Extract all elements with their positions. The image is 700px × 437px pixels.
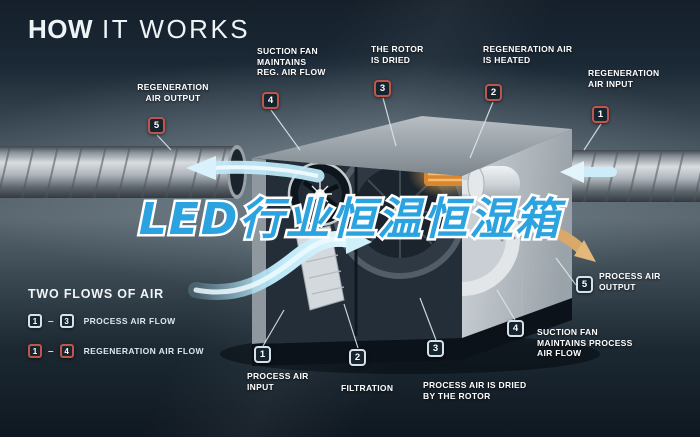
interior-components [252, 158, 462, 344]
step-badge-process-4: 4 [507, 320, 524, 337]
callout-process-input-label: PROCESS AIR INPUT [247, 371, 309, 392]
process-air-flow-arrows [186, 156, 372, 301]
legend-badge-process-end: 3 [59, 314, 74, 328]
machine-base [252, 298, 572, 366]
panel-details [462, 148, 552, 318]
callout-regeneration-heated-label: REGENERATION AIR IS HEATED [483, 44, 573, 65]
step-badge-regen-5: 5 [148, 117, 165, 134]
callout-process-dried-label: PROCESS AIR IS DRIED BY THE ROTOR [423, 380, 527, 401]
callout-rotor-dried-label: THE ROTOR IS DRIED [371, 44, 424, 65]
step-badge-process-2: 2 [349, 349, 366, 366]
callout-suction-fan-reg-label: SUCTION FAN MAINTAINS REG. AIR FLOW [257, 46, 326, 77]
leader-lines [156, 97, 602, 349]
step-badge-regen-1: 1 [592, 106, 609, 123]
legend-row-process: 1 – 3 PROCESS AIR FLOW [28, 314, 176, 328]
legend-label-process: PROCESS AIR FLOW [83, 316, 176, 326]
left-shell-edge [252, 158, 266, 344]
step-badge-regen-2: 2 [485, 84, 502, 101]
callout-suction-fan-process-label: SUCTION FAN MAINTAINS PROCESS AIR FLOW [537, 327, 633, 358]
page-title-secondary: IT WORKS [102, 14, 251, 44]
regeneration-air-flow-arrows [530, 161, 617, 262]
legend-badge-regen-end: 4 [59, 344, 74, 358]
rotor-drum [467, 166, 520, 202]
legend-dash: – [48, 345, 54, 357]
step-badge-process-5: 5 [576, 276, 593, 293]
legend-dash: – [48, 315, 54, 327]
callout-regeneration-input-label: REGENERATION AIR INPUT [588, 68, 660, 89]
callout-process-output-label: PROCESS AIR OUTPUT [599, 271, 661, 292]
step-badge-regen-3: 3 [374, 80, 391, 97]
machine-top-face [252, 116, 572, 176]
step-badge-process-1: 1 [254, 346, 271, 363]
legend-heading: TWO FLOWS OF AIR [28, 287, 164, 301]
page-title: HOW IT WORKS [28, 14, 250, 45]
step-badge-regen-4: 4 [262, 92, 279, 109]
dehumidifier-unit [220, 116, 600, 374]
legend-badge-regen-start: 1 [28, 344, 42, 358]
callout-filtration-label: FILTRATION [341, 383, 394, 393]
callout-regeneration-air-output-label: REGENERATION AIR OUTPUT [137, 82, 209, 103]
watermark-text: LED行业恒温恒湿箱 [139, 194, 567, 245]
legend-badge-process-start: 1 [28, 314, 42, 328]
legend-row-regeneration: 1 – 4 REGENERATION AIR FLOW [28, 344, 204, 358]
step-badge-process-3: 3 [427, 340, 444, 357]
page-title-primary: HOW [28, 14, 94, 44]
legend-label-regeneration: REGENERATION AIR FLOW [83, 346, 204, 356]
